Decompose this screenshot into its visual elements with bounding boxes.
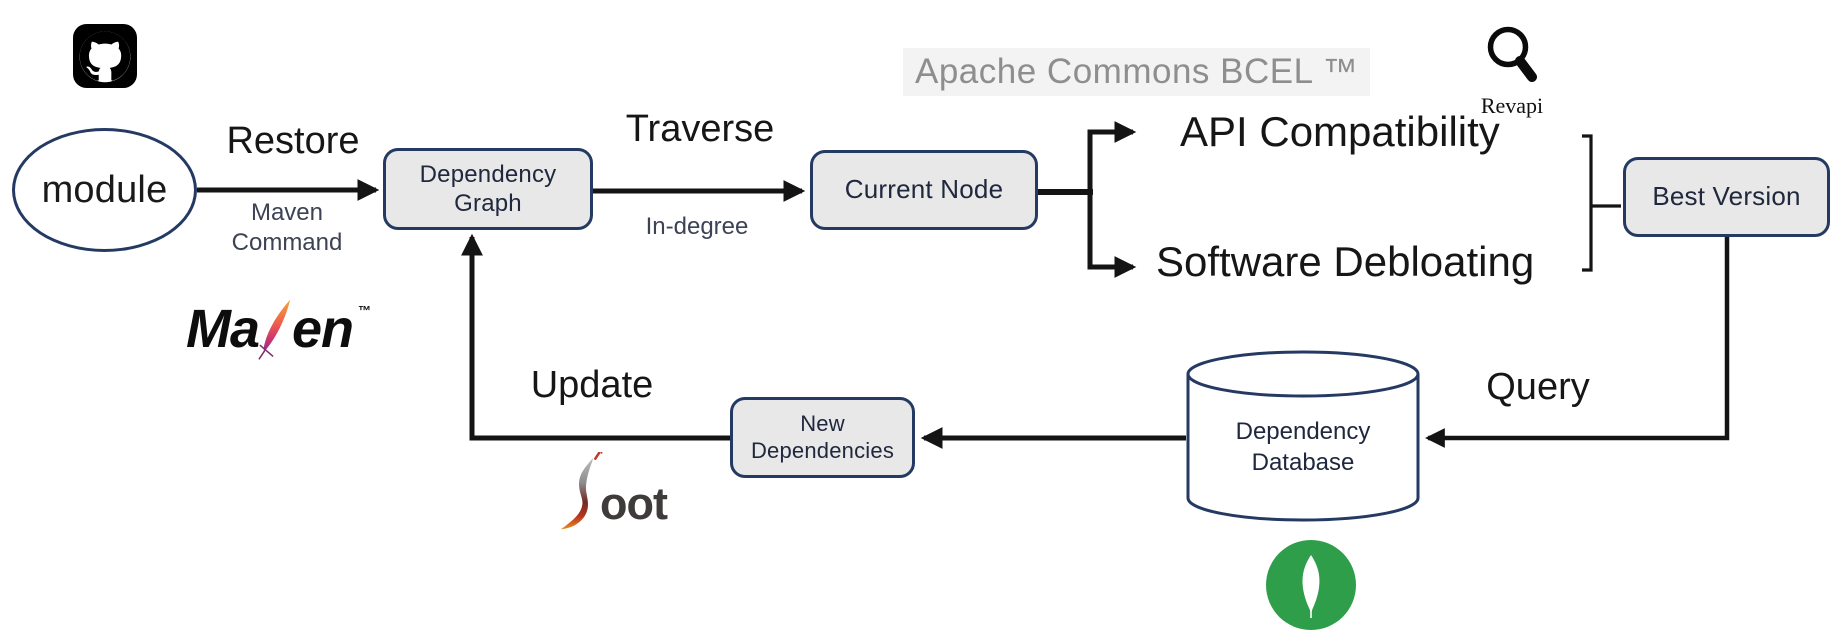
query-arrow (1425, 237, 1730, 448)
dependency-graph-label: Dependency Graph (419, 160, 557, 217)
output-bracket (1582, 134, 1621, 272)
new-dependencies-node: New Dependencies (730, 397, 915, 478)
dependency-database-label: Dependency Database (1235, 418, 1371, 477)
soot-logo: oot (558, 451, 668, 539)
restore-edge-label: Restore (226, 120, 360, 162)
current-node-label: Current Node (844, 174, 1004, 205)
query-edge-label: Query (1486, 366, 1590, 408)
revapi-logo: Revapi (1462, 24, 1562, 119)
module-label: module (41, 168, 168, 211)
database-cylinder-shape (1186, 350, 1420, 522)
revapi-label: Revapi (1480, 93, 1544, 118)
apache-commons-bcel-banner: Apache Commons BCEL ™ (903, 48, 1370, 96)
mongodb-leaf-icon (1266, 540, 1356, 635)
update-arrow (460, 233, 730, 441)
best-version-label: Best Version (1652, 181, 1801, 212)
software-debloating-label: Software Debloating (1156, 238, 1535, 285)
dependency-graph-node: Dependency Graph (383, 148, 593, 230)
maven-logo-text-ma: Ma (186, 299, 260, 359)
best-version-node: Best Version (1623, 157, 1830, 237)
soot-logo-text: oot (600, 478, 668, 529)
traverse-edge-label: Traverse (625, 108, 775, 150)
maven-trademark: ™ (358, 303, 371, 318)
branch-fork-arrows (1087, 120, 1137, 279)
maven-logo-text-en: en (292, 299, 354, 359)
api-compatibility-label: API Compatibility (1180, 108, 1500, 155)
maven-command-sublabel: Maven Command (231, 199, 343, 256)
maven-feather-icon (258, 297, 292, 368)
soot-swoosh-icon (558, 451, 604, 539)
new-dependencies-label: New Dependencies (750, 410, 895, 463)
current-node-node: Current Node (810, 150, 1038, 230)
magnifier-icon (1483, 26, 1541, 94)
dependency-database-node: Dependency Database (1186, 350, 1420, 523)
maven-logo: Ma en ™ (186, 299, 396, 367)
module-node: module (12, 128, 197, 252)
in-degree-sublabel: In-degree (645, 213, 749, 240)
update-edge-label: Update (530, 364, 654, 406)
github-octocat-icon (73, 24, 137, 93)
